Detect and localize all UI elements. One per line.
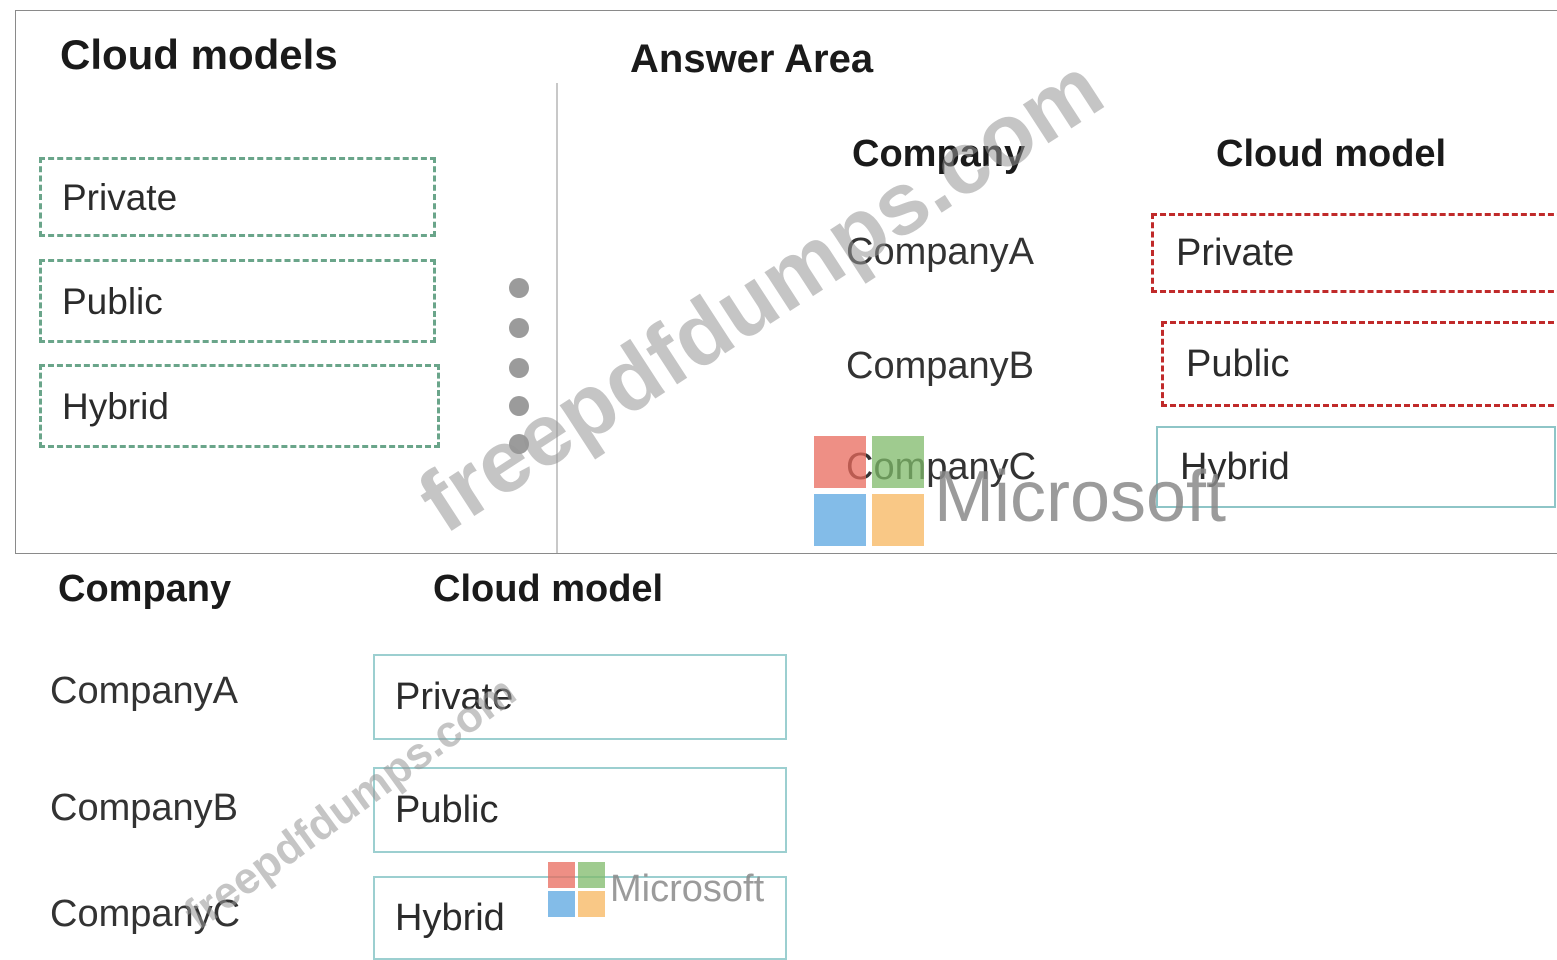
drag-dot <box>509 434 529 454</box>
cloud-model-column-header: Cloud model <box>1216 133 1447 175</box>
option-hybrid[interactable]: Hybrid <box>39 364 440 448</box>
drag-dot <box>509 318 529 338</box>
drag-dot <box>509 278 529 298</box>
logo-square-yellow <box>872 494 924 546</box>
logo-square-green <box>872 436 924 488</box>
answer-slot-company-b[interactable]: Public <box>1161 321 1557 407</box>
answer-slot-company-a[interactable]: Private <box>1151 213 1557 293</box>
logo-square-red <box>814 436 866 488</box>
bottom-company-column-header: Company <box>58 568 232 610</box>
bottom-company-b-label: CompanyB <box>50 787 238 829</box>
microsoft-wordmark: Microsoft <box>934 457 1227 537</box>
logo-square-yellow <box>578 891 605 917</box>
microsoft-logo-icon: Microsoft <box>548 862 808 922</box>
panel-divider <box>556 83 558 553</box>
microsoft-logo-icon: Microsoft <box>814 436 1334 551</box>
drag-dot <box>509 358 529 378</box>
option-private[interactable]: Private <box>39 157 436 237</box>
bottom-company-a-label: CompanyA <box>50 670 238 712</box>
company-b-label: CompanyB <box>846 345 1034 387</box>
bottom-answer-company-a: Private <box>373 654 787 740</box>
microsoft-wordmark: Microsoft <box>610 868 765 910</box>
bottom-cloud-model-column-header: Cloud model <box>433 568 664 610</box>
bottom-answer-company-b: Public <box>373 767 787 853</box>
cloud-models-title: Cloud models <box>60 31 338 78</box>
answer-area-title: Answer Area <box>630 37 874 81</box>
drag-dot <box>509 396 529 416</box>
company-column-header: Company <box>852 133 1026 175</box>
answer-slot-company-c[interactable]: Hybrid <box>1156 426 1556 508</box>
drag-drop-panel: Cloud models Answer Area Private Public … <box>15 10 1557 554</box>
logo-square-red <box>548 862 575 888</box>
company-a-label: CompanyA <box>846 231 1034 273</box>
bottom-company-c-label: CompanyC <box>50 893 241 935</box>
logo-square-blue <box>814 494 866 546</box>
logo-square-green <box>578 862 605 888</box>
option-public[interactable]: Public <box>39 259 436 343</box>
logo-square-blue <box>548 891 575 917</box>
